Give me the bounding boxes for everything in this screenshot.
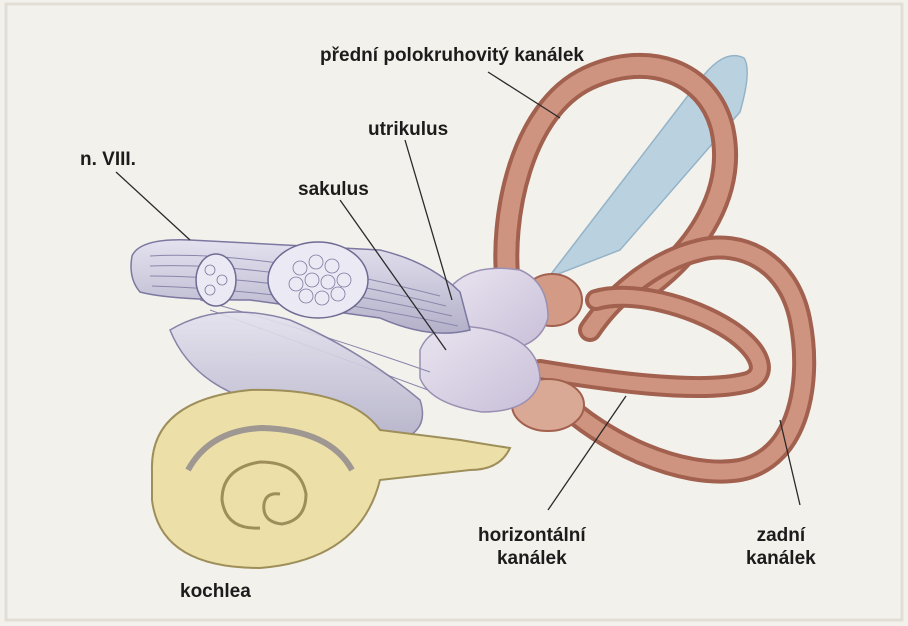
label-horizontal-canal: horizontální kanálek <box>478 524 586 570</box>
label-anterior-canal: přední polokruhovitý kanálek <box>320 44 584 67</box>
label-nerve-viii: n. VIII. <box>80 148 136 171</box>
label-posterior-canal-line2: kanálek <box>746 547 816 570</box>
nerve-cross-section-large <box>268 242 368 318</box>
label-horizontal-canal-line1: horizontální <box>478 524 586 547</box>
nerve-cross-section-small <box>196 254 236 306</box>
label-sacculus: sakulus <box>298 178 369 201</box>
label-cochlea: kochlea <box>180 580 251 603</box>
label-posterior-canal: zadní kanálek <box>746 524 816 570</box>
label-horizontal-canal-line2: kanálek <box>478 547 586 570</box>
label-posterior-canal-line1: zadní <box>746 524 816 547</box>
label-utriculus: utrikulus <box>368 118 448 141</box>
